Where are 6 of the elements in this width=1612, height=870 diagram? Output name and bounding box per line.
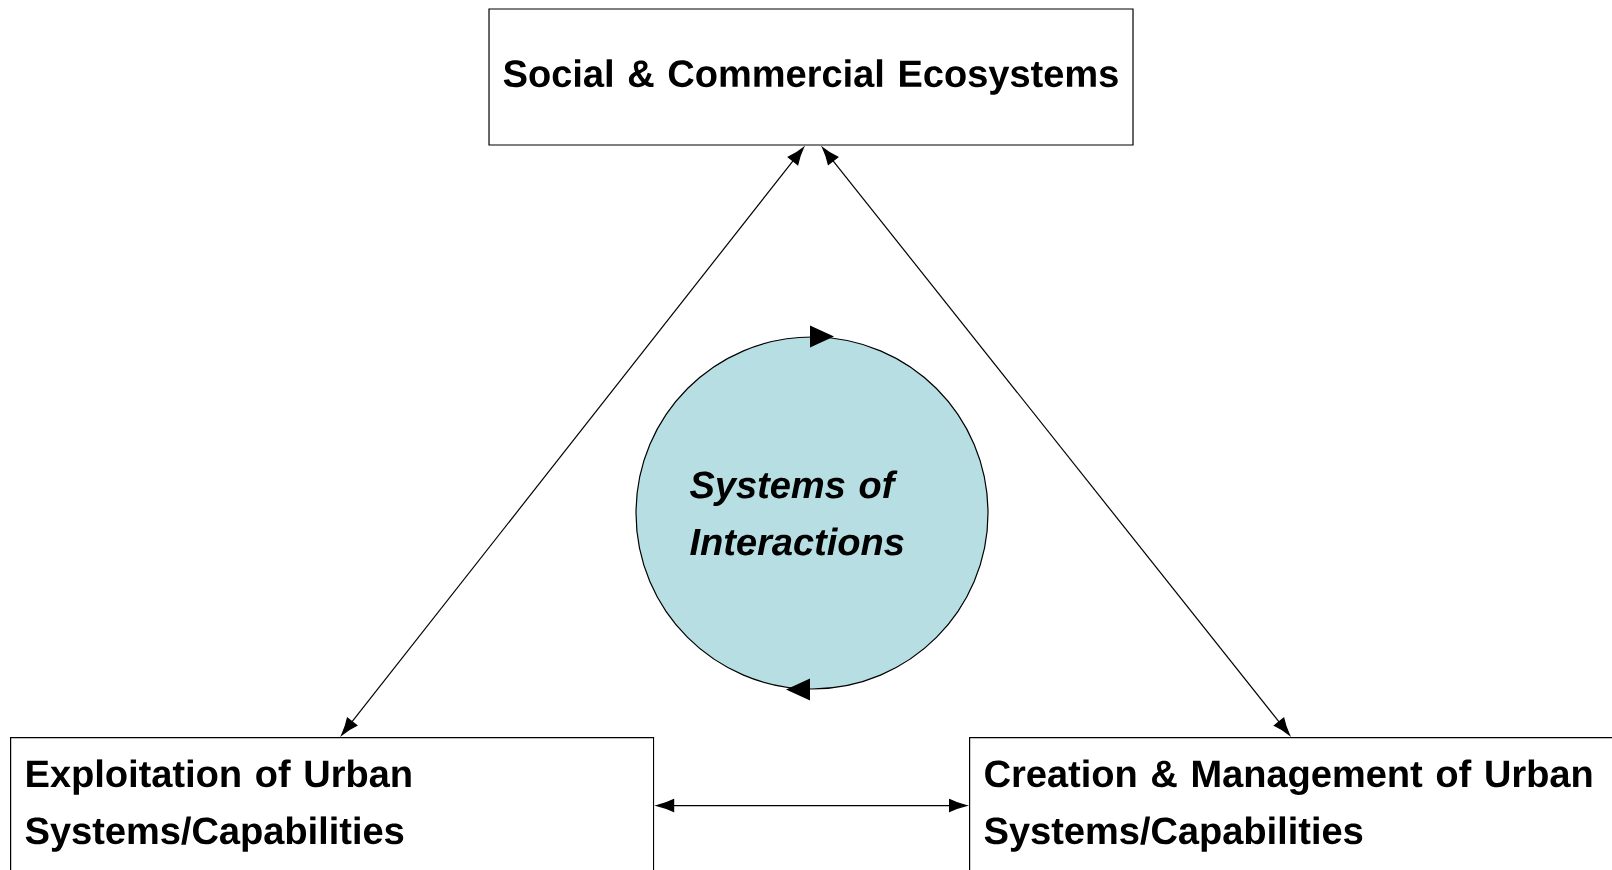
text-box: Exploitation of Urban Systems/Capabilities (10, 737, 655, 870)
arrow (656, 799, 967, 813)
arrow (341, 147, 804, 736)
text-box: Social & Commercial Ecosystems (488, 8, 1134, 146)
arrow (822, 147, 1291, 736)
text-box: Creation & Management of Urban Systems/Capabilities (969, 737, 1612, 870)
